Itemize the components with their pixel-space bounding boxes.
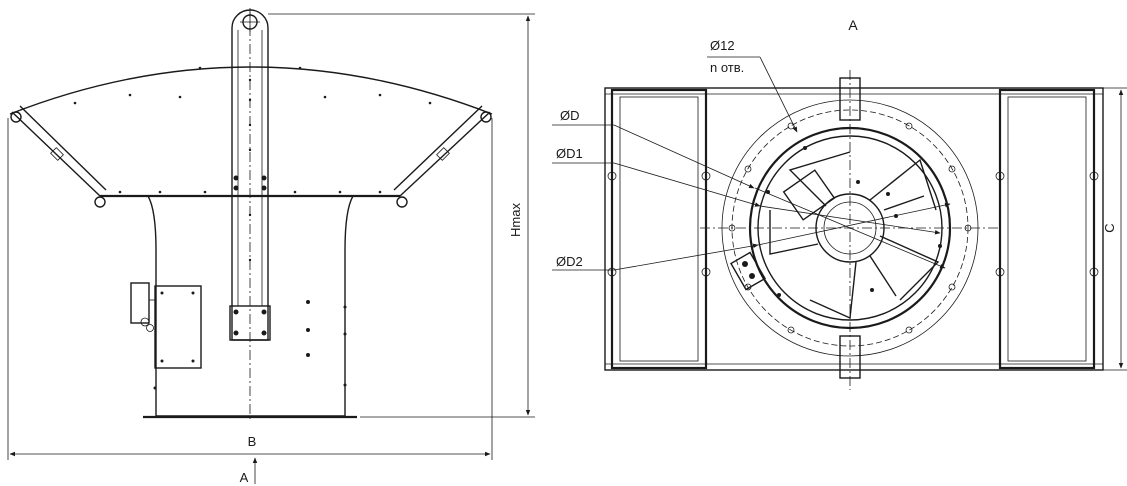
dia-d-label: ØD bbox=[560, 108, 580, 123]
side-view: Hmax B A bbox=[7, 8, 535, 485]
hmax-label: Hmax bbox=[508, 203, 523, 237]
view-title: A bbox=[848, 17, 858, 33]
hole-diameter-label: Ø12 bbox=[710, 38, 735, 53]
body-bolts bbox=[153, 300, 347, 390]
view-arrow-label: A bbox=[240, 470, 249, 485]
left-grille bbox=[607, 88, 711, 370]
b-dimension: B bbox=[7, 118, 493, 460]
mounting-holes bbox=[728, 122, 972, 334]
motor bbox=[730, 169, 836, 291]
right-strut bbox=[393, 105, 492, 208]
hmax-dimension: Hmax bbox=[268, 13, 535, 418]
c-dimension: C bbox=[1102, 87, 1127, 371]
post-top-view bbox=[700, 70, 1000, 390]
top-view: A bbox=[552, 17, 1127, 390]
junction-box bbox=[130, 282, 202, 369]
leaders bbox=[552, 56, 951, 271]
fan-blades bbox=[769, 151, 940, 320]
outer-ring bbox=[748, 126, 952, 330]
dia-d2-label: ØD2 bbox=[556, 254, 583, 269]
left-strut bbox=[10, 105, 107, 208]
hole-count-label: n отв. bbox=[710, 60, 744, 75]
dia-d1-label: ØD1 bbox=[556, 146, 583, 161]
lifting-post bbox=[229, 8, 271, 420]
right-grille bbox=[995, 88, 1099, 370]
canopy-rivets bbox=[73, 66, 432, 194]
canopy-top bbox=[9, 66, 493, 115]
view-arrow: A bbox=[240, 457, 258, 485]
b-label: B bbox=[248, 434, 257, 449]
c-label: C bbox=[1102, 223, 1117, 232]
bolt-circle bbox=[731, 109, 969, 347]
frame bbox=[604, 87, 1104, 371]
hub bbox=[815, 193, 885, 263]
